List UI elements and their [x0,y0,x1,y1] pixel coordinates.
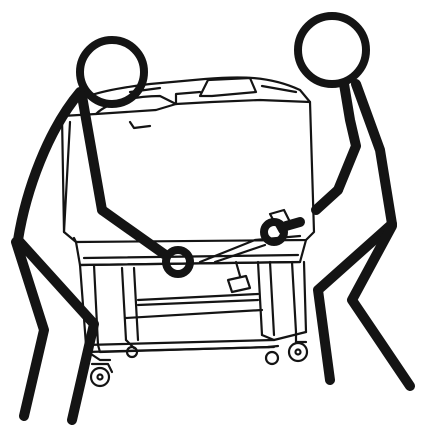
stand-leg-rear-left [122,268,138,340]
person-left-arm-lower [102,210,164,254]
stand-leg-rear-right [292,262,306,332]
person-right-head [298,16,366,84]
stand-latch [228,262,250,292]
person-left-head [80,40,144,104]
person-left-hand [166,250,190,274]
person-right-torso [356,84,392,224]
stand-leg-front-right [258,262,274,335]
person-right-hand [264,222,284,242]
person-right-arm-lower [316,190,338,210]
caster-rear-left [126,340,137,357]
person-right [264,16,410,386]
caster-front-right [266,346,278,364]
caster-front-left [88,352,112,386]
person-right-arm-upper [338,84,356,190]
printer-handle-recess [130,122,150,128]
printer-front-face [64,122,76,242]
person-right-arm-reach [286,222,300,226]
person-left-torso [18,92,80,240]
